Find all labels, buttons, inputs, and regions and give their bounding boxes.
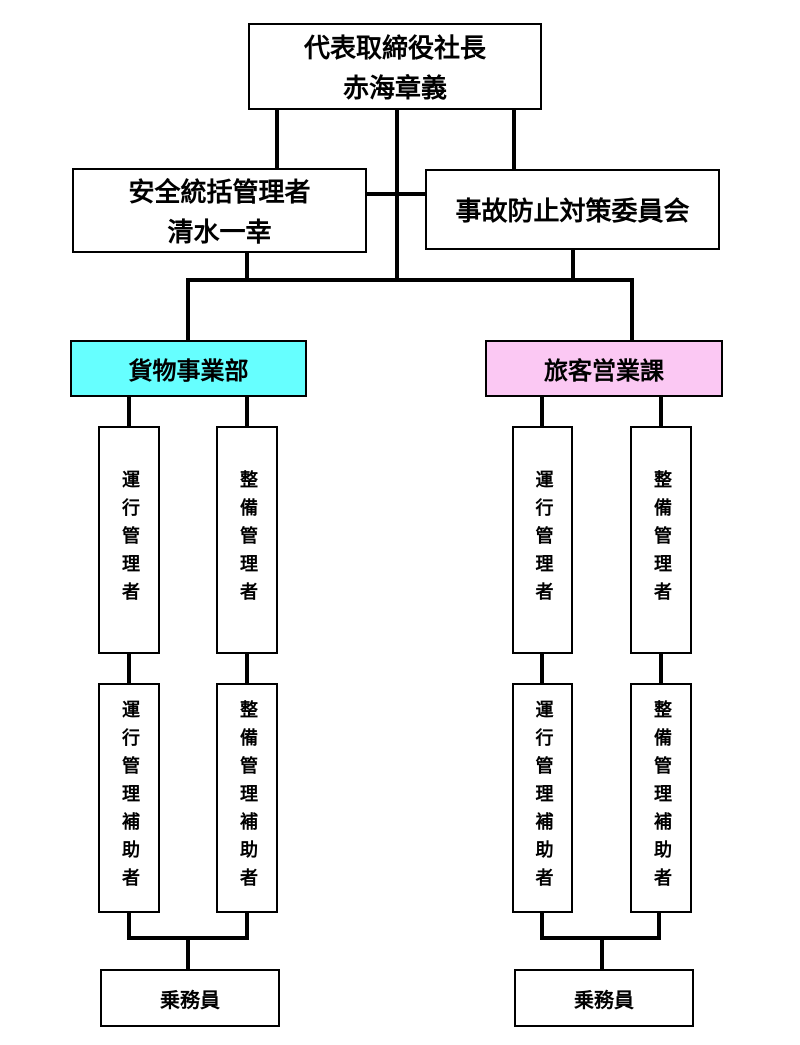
president-title: 代表取締役社長: [303, 34, 486, 64]
connector-cargo-crew-down: [186, 936, 190, 969]
connector-passenger-to-op-manager: [540, 397, 544, 426]
passenger-operation-manager-box: 運行管理者: [512, 426, 573, 654]
connector-passenger-mt-assistant-down: [657, 913, 661, 940]
division-cargo-label: 貨物事業部: [128, 357, 249, 385]
passenger-operation-manager-label: 運行管理者: [532, 470, 554, 610]
connector-cargo-mt-assistant-down: [245, 913, 249, 940]
cargo-maintenance-manager-box: 整備管理者: [216, 426, 278, 654]
president-name: 赤海章義: [342, 74, 447, 104]
connector-passenger-crew-down: [600, 936, 604, 969]
connector-cargo-to-mt-manager: [245, 397, 249, 426]
connector-passenger-to-mt-manager: [659, 397, 663, 426]
passenger-operation-assistant-box: 運行管理補助者: [512, 683, 573, 913]
president-box: 代表取締役社長 赤海章義: [248, 23, 542, 110]
connector-cargo-op-manager-to-assistant: [127, 654, 131, 683]
cargo-maintenance-assistant-label: 整備管理補助者: [237, 700, 258, 896]
passenger-maintenance-manager-box: 整備管理者: [630, 426, 692, 654]
committee-box: 事故防止対策委員会: [425, 169, 720, 250]
safety-manager-name: 清水一幸: [167, 217, 272, 248]
connector-president-to-safety: [275, 110, 279, 168]
connector-bracket-to-passenger: [630, 278, 634, 340]
cargo-operation-manager-box: 運行管理者: [98, 426, 160, 654]
division-passenger-label: 旅客営業課: [544, 357, 664, 385]
cargo-operation-manager-label: 運行管理者: [119, 470, 140, 610]
connector-bracket-to-cargo: [186, 278, 190, 340]
passenger-crew-box: 乗務員: [514, 969, 694, 1027]
cargo-crew-label: 乗務員: [160, 987, 220, 1012]
connector-passenger-op-assistant-down: [540, 913, 544, 940]
committee-title: 事故防止対策委員会: [455, 197, 690, 227]
connector-passenger-mt-manager-to-assistant: [659, 654, 663, 683]
safety-manager-title: 安全統括管理者: [128, 178, 311, 209]
connector-cargo-op-assistant-down: [127, 913, 131, 940]
connector-safety-down: [245, 253, 249, 281]
cargo-crew-box: 乗務員: [100, 969, 280, 1027]
connector-passenger-op-manager-to-assistant: [540, 654, 544, 683]
connector-cargo-mt-manager-to-assistant: [245, 654, 249, 683]
passenger-crew-label: 乗務員: [574, 987, 634, 1012]
division-cargo-box: 貨物事業部: [70, 340, 307, 397]
passenger-maintenance-assistant-box: 整備管理補助者: [630, 683, 692, 913]
cargo-operation-assistant-label: 運行管理補助者: [119, 700, 140, 896]
passenger-maintenance-manager-label: 整備管理者: [651, 470, 672, 610]
connector-committee-down: [571, 250, 575, 281]
cargo-maintenance-manager-label: 整備管理者: [237, 470, 258, 610]
passenger-maintenance-assistant-label: 整備管理補助者: [651, 700, 672, 896]
connector-main-bracket: [186, 278, 634, 282]
connector-cargo-to-op-manager: [127, 397, 131, 426]
cargo-operation-assistant-box: 運行管理補助者: [98, 683, 160, 913]
connector-safety-committee-link: [367, 192, 425, 196]
cargo-maintenance-assistant-box: 整備管理補助者: [216, 683, 278, 913]
connector-president-to-committee: [512, 110, 516, 169]
division-passenger-box: 旅客営業課: [485, 340, 723, 397]
safety-manager-box: 安全統括管理者 清水一幸: [72, 168, 367, 253]
passenger-operation-assistant-label: 運行管理補助者: [532, 700, 554, 896]
